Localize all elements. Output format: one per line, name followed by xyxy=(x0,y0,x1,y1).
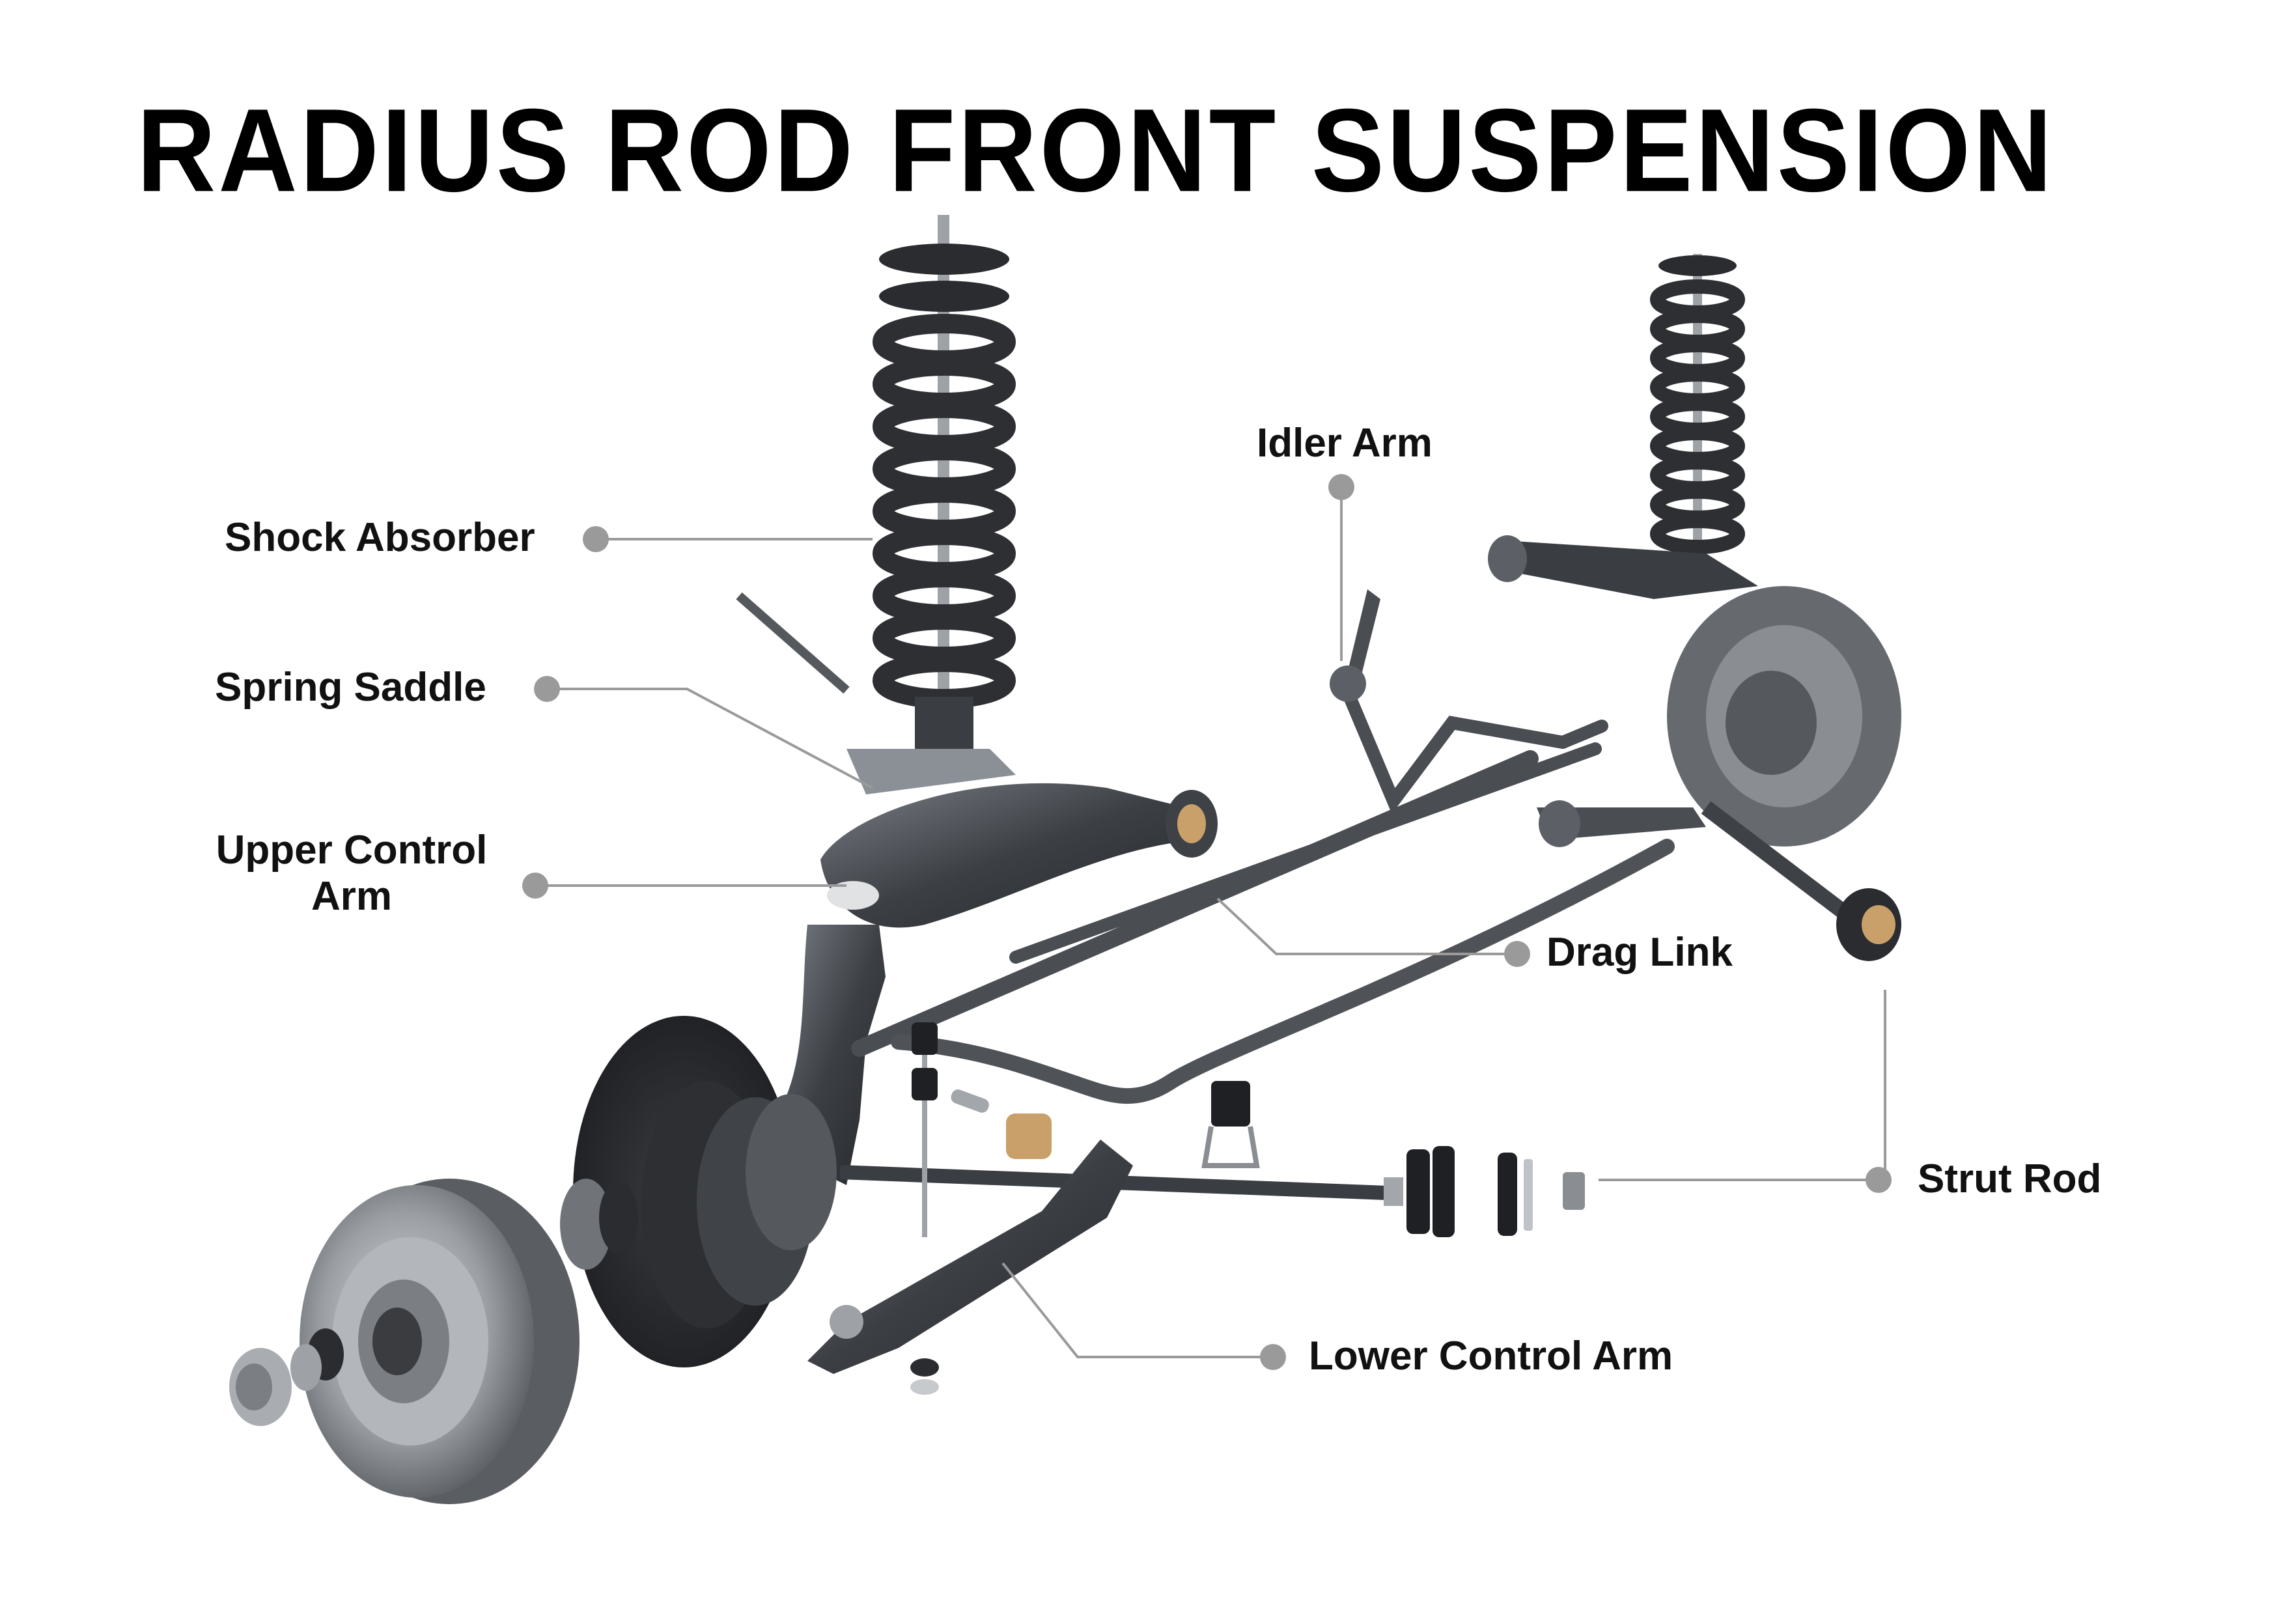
right-hub xyxy=(1667,586,1901,847)
strut-rod-part xyxy=(839,1146,1585,1237)
right-lower-arm xyxy=(1537,800,1901,961)
diagram-title: RADIUS ROD FRONT SUSPENSION xyxy=(137,84,2055,217)
leader-lines xyxy=(535,492,1886,1358)
idler-arm-part xyxy=(1330,589,1380,702)
label-upper-control-arm-line1: Upper Control xyxy=(216,828,488,873)
upper-control-arm-part xyxy=(820,749,1218,928)
sway-link-hardware xyxy=(910,1022,1260,1395)
right-coil-spring xyxy=(1650,254,1745,593)
leader-dots xyxy=(522,474,1892,1370)
label-strut-rod: Strut Rod xyxy=(1918,1156,2102,1201)
lower-control-arm-part xyxy=(807,1140,1133,1374)
label-spring-saddle: Spring Saddle xyxy=(215,665,486,710)
hub-nut xyxy=(229,1328,344,1426)
label-idler-arm: Idler Arm xyxy=(1257,421,1433,466)
ball-joint xyxy=(830,1305,863,1339)
label-lower-control-arm: Lower Control Arm xyxy=(1309,1334,1673,1379)
label-upper-control-arm-line2: Arm xyxy=(311,874,393,919)
label-shock-absorber: Shock Absorber xyxy=(225,515,535,560)
left-coil-spring xyxy=(873,215,1016,768)
brake-rotor xyxy=(300,1179,638,1504)
stabilizer-bar xyxy=(891,839,1675,1104)
brake-dust-shield xyxy=(573,1016,837,1367)
steering-linkage xyxy=(851,671,1608,1057)
sway-link-rod xyxy=(736,592,850,694)
right-upper-arm xyxy=(1488,535,1758,599)
label-drag-link: Drag Link xyxy=(1546,930,1733,975)
label-upper-control-arm: Upper Control Arm xyxy=(205,827,498,920)
